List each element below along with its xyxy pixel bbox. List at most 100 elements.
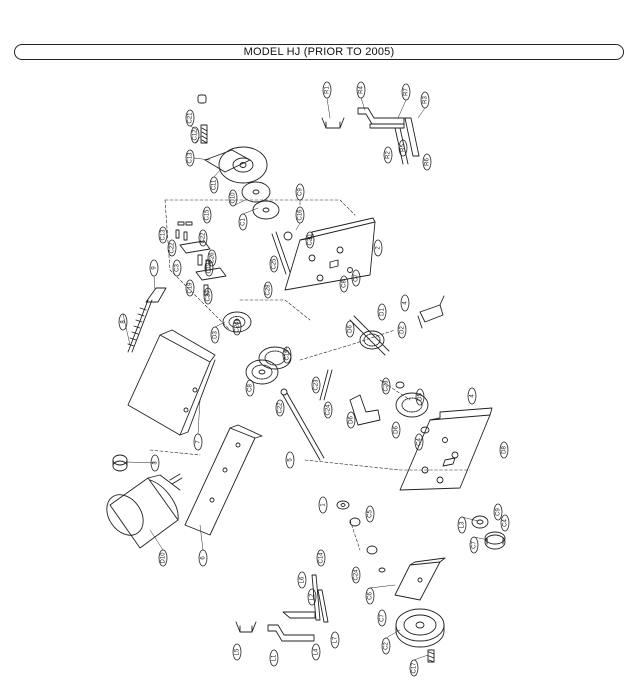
callout-label: C19 <box>285 349 291 361</box>
callout-label: C12 <box>193 129 199 141</box>
callout-label: L7 <box>333 636 339 643</box>
callout-label: C23 <box>384 380 390 392</box>
callout-label: L4 <box>314 648 320 655</box>
callout-label: R6 <box>425 158 431 166</box>
callout-label: D6 <box>348 325 354 333</box>
callout-label: 6 <box>201 556 207 560</box>
callout-label: R3 <box>423 96 429 104</box>
motor-cover-7 <box>127 329 216 436</box>
callout-label: 8 <box>121 320 127 324</box>
bracket-group-l <box>235 574 329 642</box>
callout-label: C14 <box>319 552 325 564</box>
callout-label: D10 <box>161 552 167 564</box>
mounting-plate-3 <box>399 407 493 491</box>
lower-fasteners <box>336 500 386 573</box>
callout-label: C13 <box>161 229 167 241</box>
callout-label: C8 <box>248 384 254 392</box>
bracket-c7 <box>394 557 446 601</box>
callout-label: C22 <box>278 402 284 414</box>
callout-label: C24 <box>326 404 332 416</box>
callout-label: C9 <box>298 188 304 196</box>
callout-label: C28 <box>266 284 272 296</box>
callout-label: L3 <box>460 521 466 528</box>
callout-label: C25 <box>272 258 278 270</box>
motor-bracket-1 <box>184 424 263 536</box>
knob-assembly-right <box>471 515 506 550</box>
callout-label: C9 <box>496 508 502 516</box>
callout-label: R2 <box>386 151 392 159</box>
callout-label: C20 <box>308 234 314 246</box>
callout-label: R4 <box>359 86 365 94</box>
callout-label: L2 <box>310 593 316 600</box>
bracket-4-middle <box>349 394 381 426</box>
gear-c8 <box>245 359 279 385</box>
callout-label: C18 <box>207 262 213 274</box>
lower-pulley-c2 <box>395 608 445 663</box>
callout-markers <box>118 81 510 677</box>
callout-label: L5 <box>235 648 241 655</box>
gear-c5 <box>395 392 430 434</box>
callout-label: R7 <box>404 88 410 96</box>
bracket-group-r <box>321 107 420 165</box>
callout-label: R5 <box>401 144 407 152</box>
callout-label: C26 <box>210 252 216 264</box>
callout-label: C7 <box>472 541 478 549</box>
shaft-d1 <box>349 315 405 389</box>
callout-label: 4 <box>470 394 476 398</box>
callout-label: D5 <box>418 393 424 401</box>
mounting-plate-2 <box>271 217 376 291</box>
callout-label: C20 <box>206 290 212 302</box>
callout-label: C19 <box>188 282 194 294</box>
callout-label: C21 <box>188 112 194 124</box>
gear-d3 <box>222 311 252 333</box>
bracket-4-upper <box>417 295 445 329</box>
callout-label: C24 <box>354 569 360 581</box>
callout-label: 2 <box>376 246 382 250</box>
callout-label: C3 <box>175 264 181 272</box>
long-shaft-c4 <box>280 369 333 461</box>
callout-label: C16 <box>298 209 304 221</box>
callout-label: C22 <box>170 242 176 254</box>
callout-label: C1 <box>241 218 247 226</box>
upper-pulley-group <box>197 94 280 220</box>
callout-label: C4 <box>503 519 509 527</box>
callout-label: C11 <box>212 179 218 190</box>
callout-label: 7 <box>196 440 202 444</box>
callout-label: C8 <box>342 280 348 288</box>
callout-label: L6 <box>300 576 306 583</box>
callout-label: 9 <box>152 266 158 270</box>
callout-label: C17 <box>412 662 418 674</box>
callout-label: D2 <box>400 326 406 334</box>
callout-label: D1 <box>380 308 386 316</box>
assembly-guide-lines <box>149 199 471 551</box>
callout-label: L1 <box>272 654 278 661</box>
callout-label: 1 <box>321 503 327 507</box>
callout-label: D6 <box>349 416 355 424</box>
callout-label: D6 <box>394 426 400 434</box>
callout-label: C24 <box>235 321 241 333</box>
callout-label: C13 <box>188 152 194 164</box>
callout-label: C5 <box>368 510 374 518</box>
callout-label: 5 <box>288 458 294 462</box>
leader-lines <box>122 97 489 661</box>
motor-6 <box>106 454 183 549</box>
callout-label: C22 <box>201 232 207 244</box>
callout-label: R1 <box>325 86 331 94</box>
callout-label: 3 <box>153 461 159 465</box>
diagram-title: MODEL HJ (PRIOR TO 2005) <box>14 44 624 60</box>
callout-label: C23 <box>314 379 320 391</box>
lead-screw-and-arm <box>127 287 167 353</box>
callout-label: C10 <box>231 192 237 204</box>
callout-label: 4 <box>403 301 409 305</box>
callout-label: D3 <box>213 331 219 339</box>
callout-label: C15 <box>205 209 211 221</box>
callout-label: C7 <box>380 614 386 622</box>
callout-label: C4 <box>417 438 423 446</box>
callout-label: C7 <box>354 274 360 282</box>
callout-label: C6 <box>368 592 374 600</box>
callout-label: D8 <box>502 446 508 454</box>
fastener-column <box>175 221 227 296</box>
callout-label: C2 <box>384 642 390 650</box>
